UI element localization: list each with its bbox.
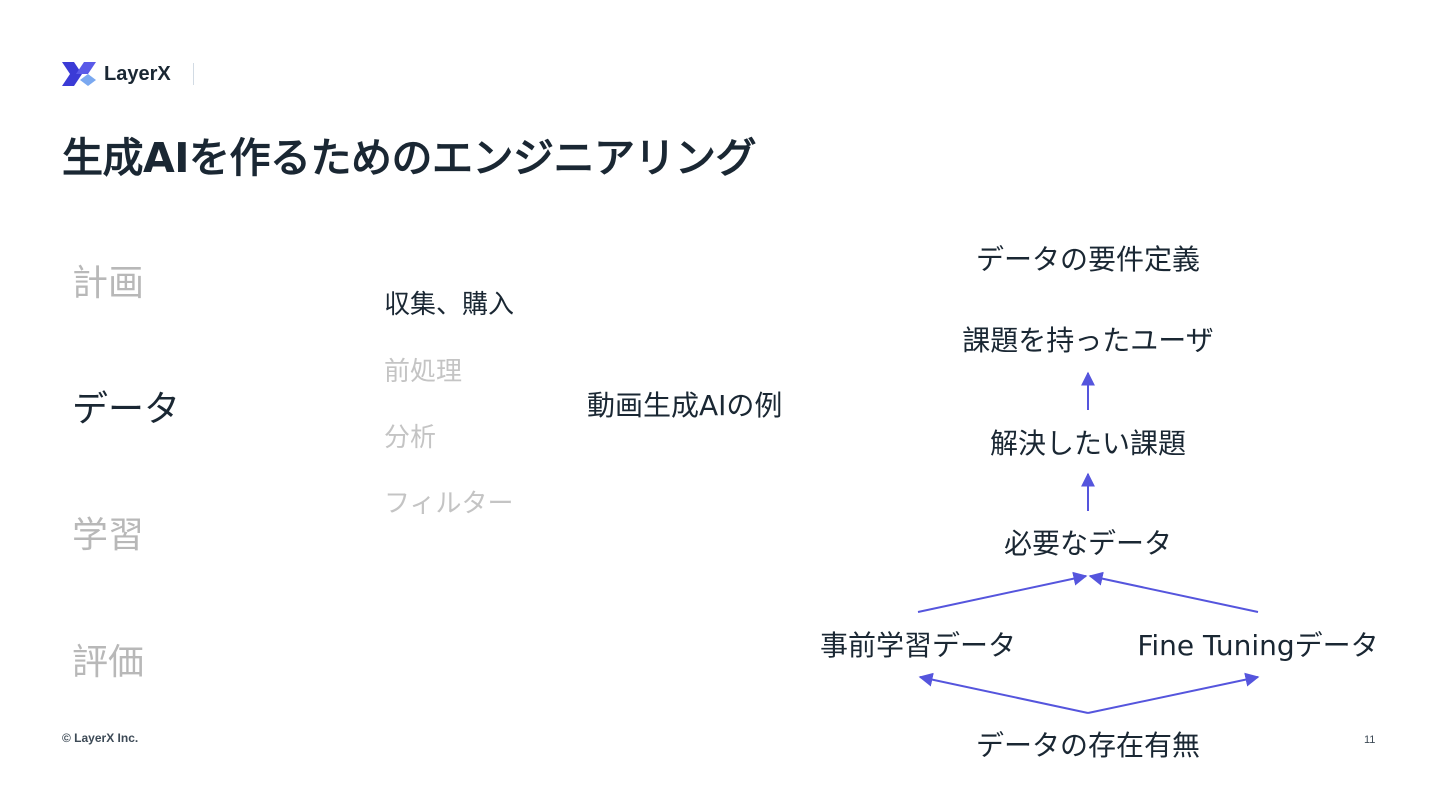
arrow-existence-to-finetune	[1087, 672, 1260, 714]
phase-evaluation: 評価	[72, 642, 145, 683]
data-step-analysis: 分析	[384, 423, 437, 453]
example-label: 動画生成AIの例	[587, 389, 783, 422]
arrow-pretrain-to-needed	[917, 571, 1088, 613]
data-step-filter: フィルター	[384, 489, 514, 519]
logo-text: LayerX	[104, 62, 171, 85]
logo-divider	[192, 63, 194, 85]
phase-training: 学習	[72, 515, 145, 556]
page-number: 11	[1364, 734, 1376, 746]
phase-planning: 計画	[72, 263, 145, 304]
node-needed-data: 必要なデータ	[1003, 527, 1173, 560]
layerx-logo-icon	[62, 62, 96, 86]
node-finetune-data: Fine Tuningデータ	[1137, 629, 1379, 662]
node-problem: 解決したい課題	[989, 427, 1187, 460]
node-pretrain-data: 事前学習データ	[819, 629, 1017, 662]
phase-data: データ	[72, 389, 181, 430]
copyright: © LayerX Inc.	[62, 731, 139, 745]
arrow-existence-to-pretrain	[918, 672, 1089, 714]
arrow-finetune-to-needed	[1088, 571, 1259, 613]
node-data-existence: データの存在有無	[975, 729, 1201, 762]
data-step-preprocessing: 前処理	[384, 357, 463, 387]
node-user: 課題を持ったユーザ	[962, 324, 1214, 357]
data-step-collection: 収集、購入	[384, 290, 515, 320]
company-logo: LayerX	[62, 60, 194, 88]
page-title: 生成AIを作るためのエンジニアリング	[62, 134, 756, 182]
node-data-requirements: データの要件定義	[975, 243, 1201, 276]
